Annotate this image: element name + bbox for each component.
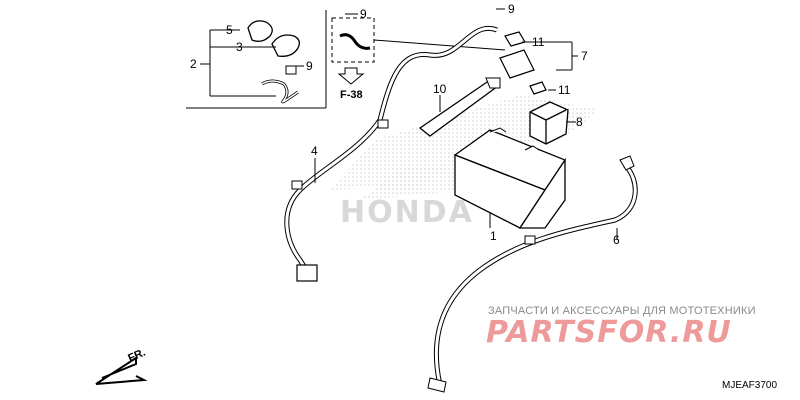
battery-strap-10 [418,77,501,137]
callout-4: 4 [311,144,318,158]
wire-harness-4 [284,25,498,282]
callout-7: 7 [581,49,588,63]
diagram-code: MJEAF3700 [722,380,778,391]
reference-box [331,17,506,85]
callout-8: 8 [576,115,583,129]
callout-9-reference: 9 [360,7,367,21]
callout-10: 10 [433,82,447,96]
reference-label: F-38 [340,89,363,101]
callout-1: 1 [490,229,497,243]
leader-lines [295,8,618,240]
callout-9-inset: 9 [306,59,313,73]
callout-2: 2 [190,57,197,71]
watermark-logo: PARTSFOR.RU [486,315,732,350]
callout-3: 3 [236,40,243,54]
front-label: FR. [126,347,147,365]
front-arrow: FR. [95,347,148,385]
cable-6 [427,155,638,393]
inset-box [186,10,327,109]
relay-cover-8 [529,101,569,145]
watermark-text: ЗАПЧАСТИ И АКСЕССУАРЫ ДЛЯ МОТОТЕХНИКИ [488,305,756,317]
callout-11-lower: 11 [558,83,571,97]
battery-1 [453,127,566,229]
callout-5: 5 [226,23,233,37]
honda-brand-text: HONDA [340,195,474,230]
callout-6: 6 [613,233,620,247]
callout-11-upper: 11 [532,35,545,49]
fuse-box-7 [499,31,547,95]
callout-9-top: 9 [508,2,515,16]
